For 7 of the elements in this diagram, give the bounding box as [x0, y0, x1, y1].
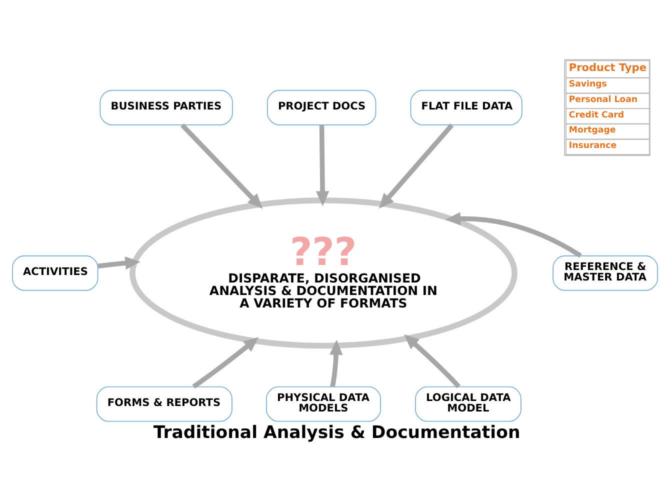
diagram-title: Traditional Analysis & Documentation — [153, 422, 520, 443]
label: Personal Loan — [568, 94, 638, 105]
label: Insurance — [568, 140, 617, 151]
label: Mortgage — [568, 125, 616, 136]
label: Credit Card — [568, 110, 624, 120]
label: Product Type — [568, 61, 646, 74]
label: Savings — [568, 79, 607, 90]
